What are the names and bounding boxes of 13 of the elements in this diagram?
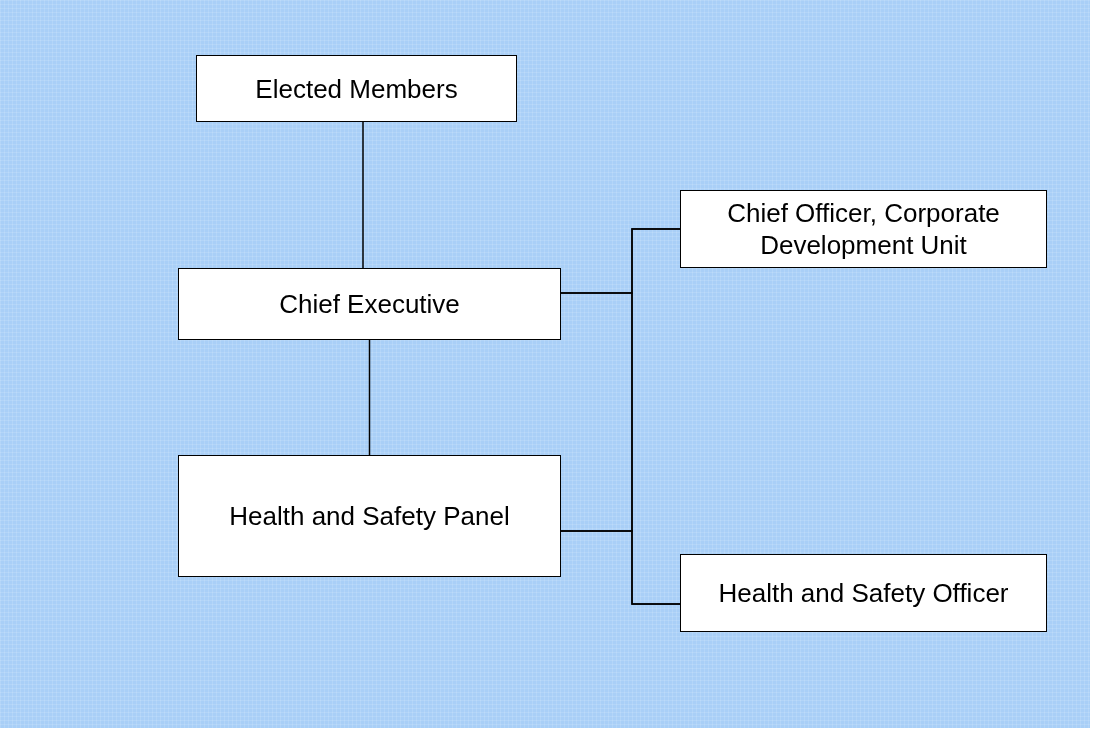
role-title: Health and Safety Officer — [718, 577, 1009, 609]
role-title: Health and Safety Panel — [229, 500, 510, 532]
connector-line — [362, 121, 364, 269]
org-box — [178, 268, 561, 340]
org-box — [178, 455, 561, 577]
role-title: Chief Officer, Corporate Development Unit — [726, 197, 1001, 261]
org-box — [196, 55, 517, 122]
org-box — [680, 554, 1047, 632]
connector-line — [368, 339, 371, 456]
org-box — [680, 190, 1047, 268]
role-title: Chief Executive — [279, 288, 460, 320]
role-title: Elected Members — [255, 72, 458, 105]
connector-line — [560, 530, 681, 605]
